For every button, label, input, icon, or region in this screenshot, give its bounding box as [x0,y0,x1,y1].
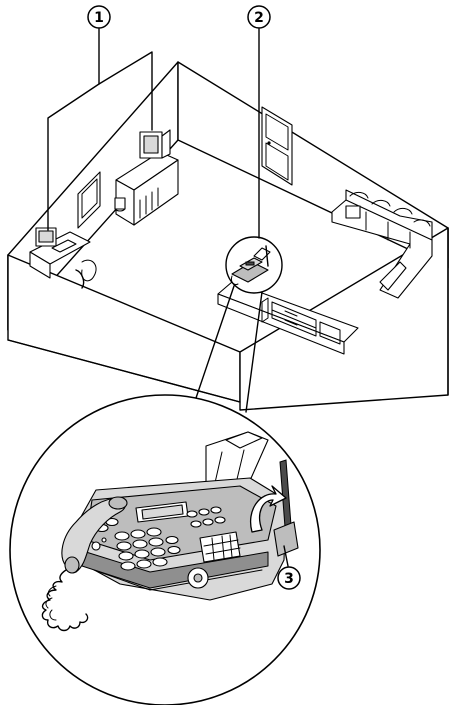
fax-navigator-key [188,568,208,588]
callout-1-number: 1 [94,10,104,26]
room [8,62,448,410]
callout-3-number: 3 [284,571,294,587]
fax-location-highlight [226,237,282,293]
callout-2: 2 [248,6,270,28]
callout-1: 1 [88,6,110,28]
front-left-wall [8,255,240,402]
callout-2-number: 2 [254,10,264,26]
callout-3: 3 [278,567,300,589]
